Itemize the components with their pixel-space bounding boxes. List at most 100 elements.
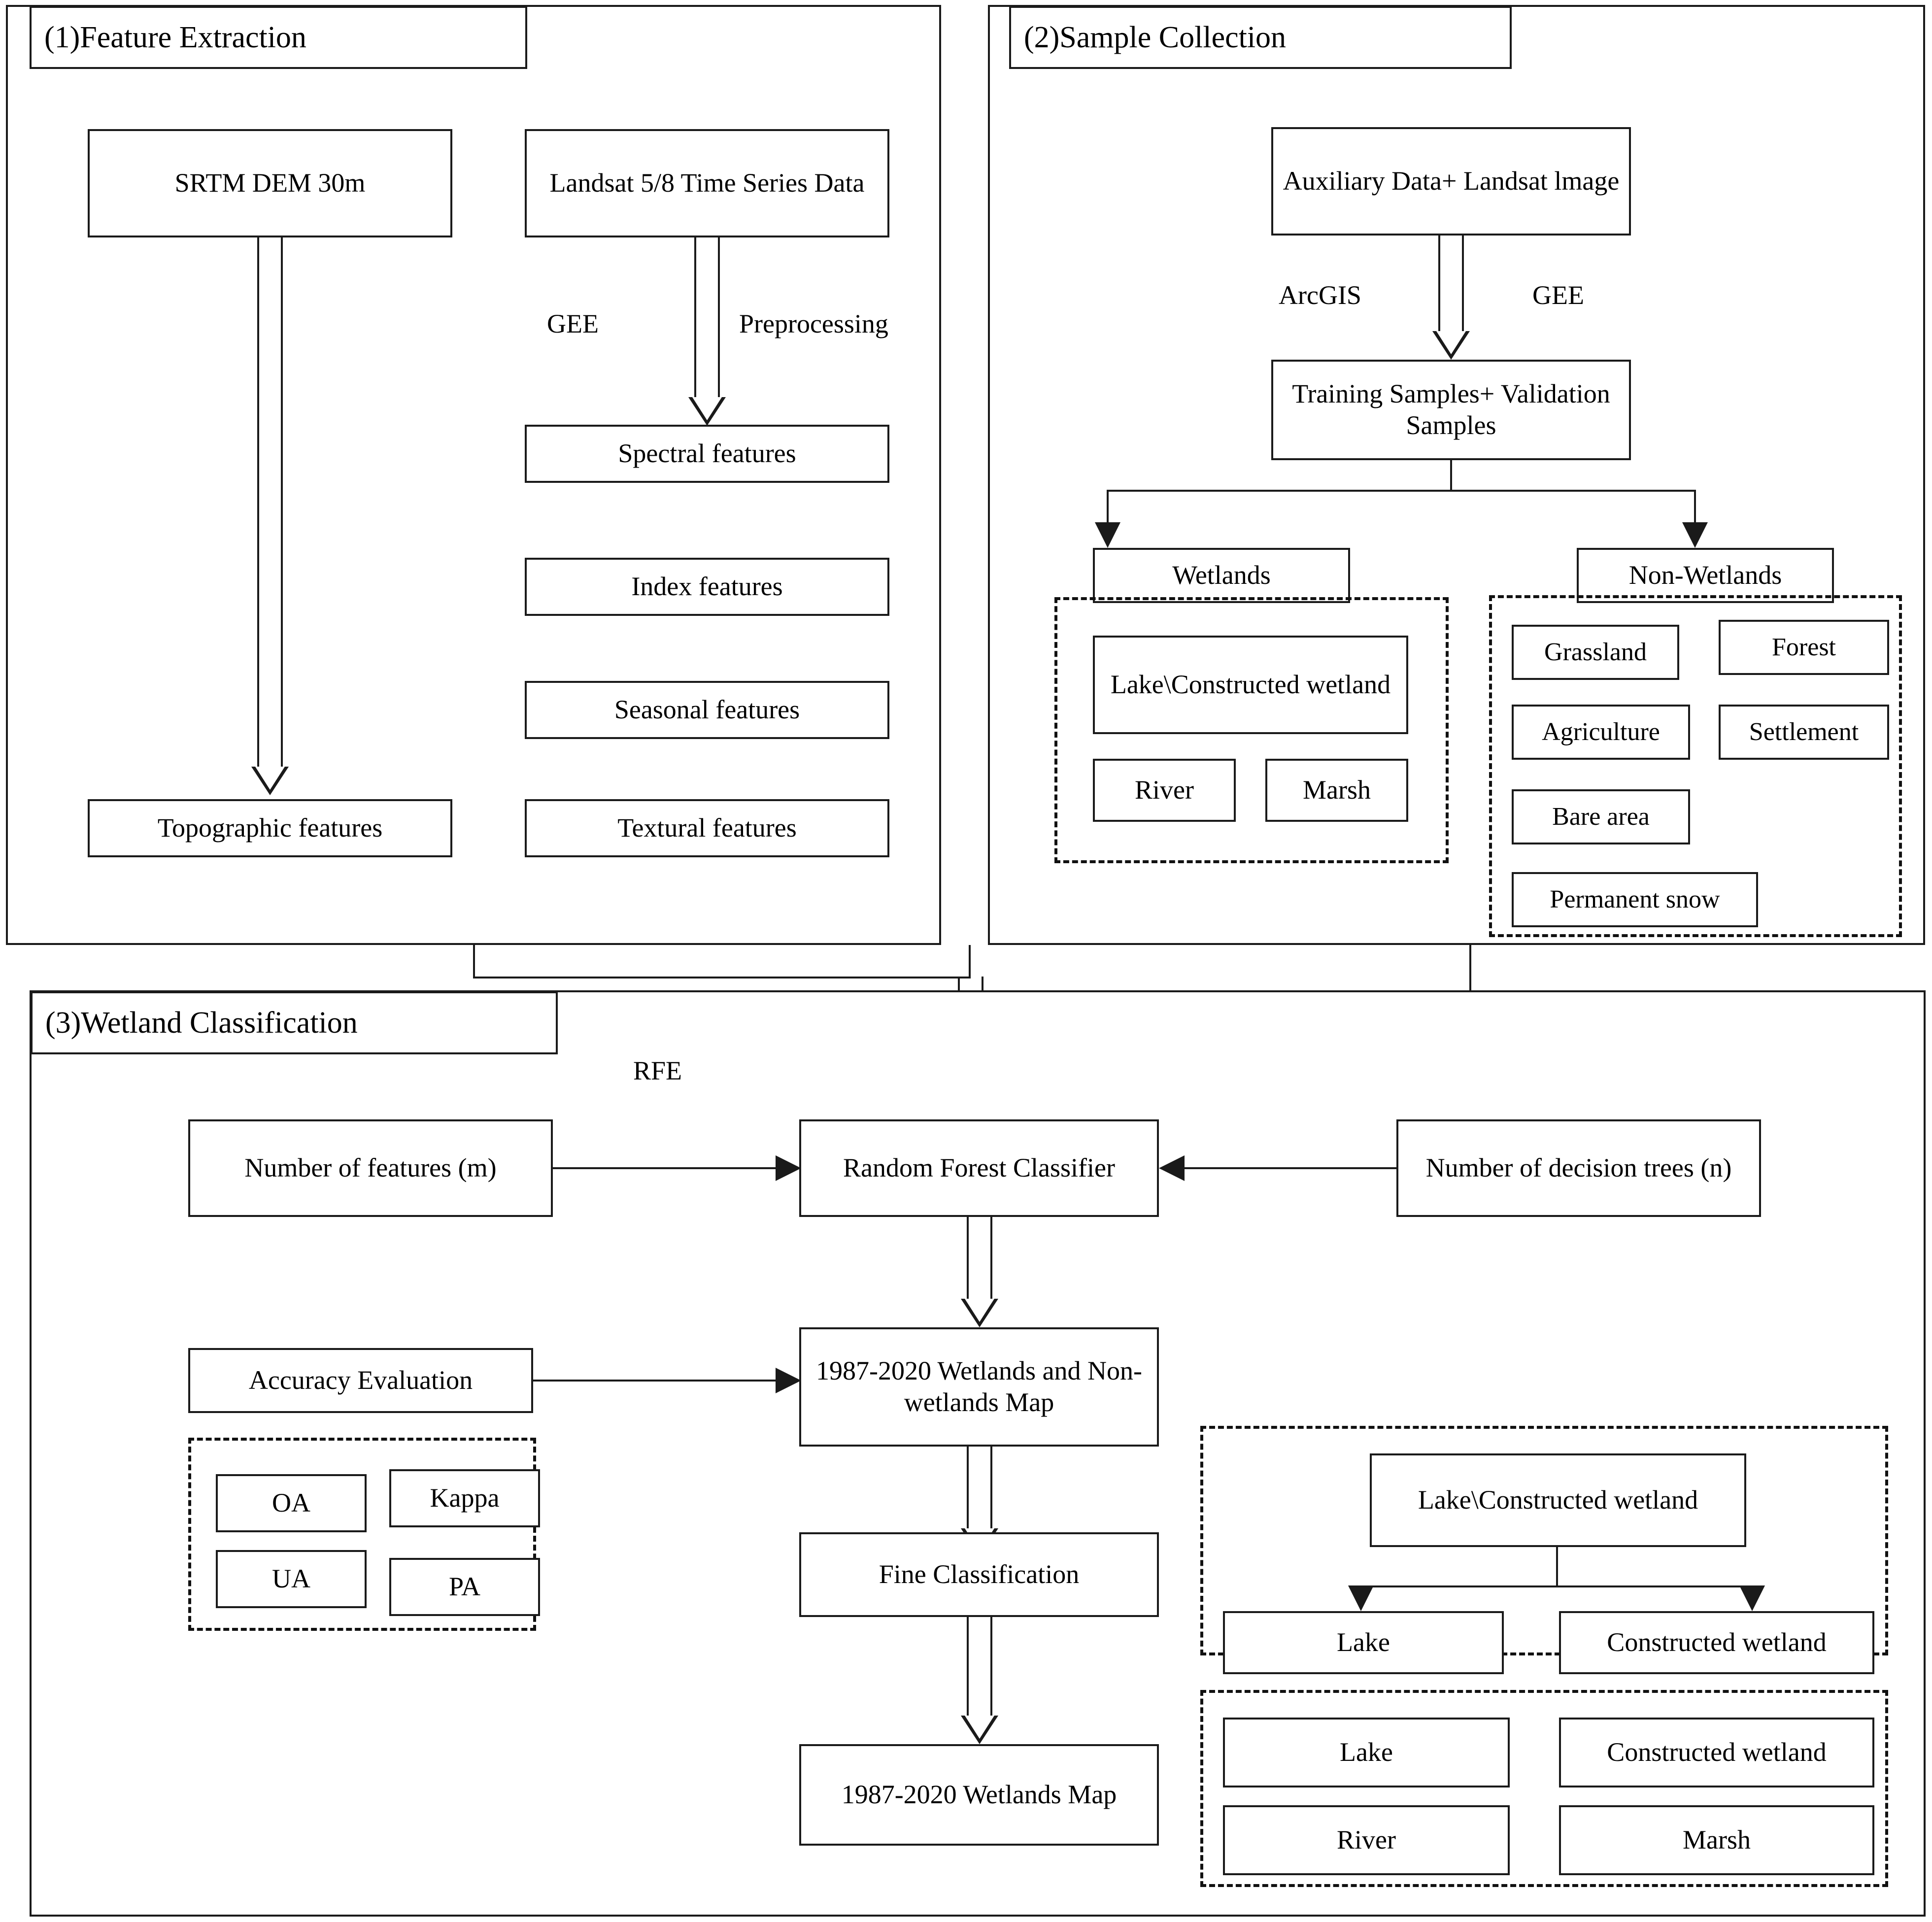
node-label: Accuracy Evaluation bbox=[248, 1365, 473, 1395]
node-label: Landsat 5/8 Time Series Data bbox=[549, 168, 865, 198]
edge-label-gee-sample: GEE bbox=[1532, 280, 1584, 310]
node-grassland: Grassland bbox=[1512, 625, 1679, 680]
node-metric-pa: PA bbox=[389, 1558, 540, 1616]
node-label: Wetlands bbox=[1172, 560, 1271, 590]
edge-label-preprocessing: Preprocessing bbox=[739, 309, 888, 338]
connector-panel1-down bbox=[969, 945, 971, 977]
node-label: Constructed wetland bbox=[1607, 1627, 1827, 1657]
node-label: Number of decision trees (n) bbox=[1425, 1153, 1732, 1183]
node-accuracy-evaluation: Accuracy Evaluation bbox=[188, 1348, 533, 1413]
connector-panel1-stem bbox=[473, 945, 475, 977]
node-label: OA bbox=[272, 1488, 310, 1518]
node-final-marsh: Marsh bbox=[1559, 1805, 1874, 1875]
node-fine-classification: Fine Classification bbox=[799, 1532, 1159, 1617]
node-final-river: River bbox=[1223, 1805, 1510, 1875]
node-label: Marsh bbox=[1303, 775, 1371, 805]
node-label: Constructed wetland bbox=[1607, 1737, 1827, 1767]
node-label: Topographic features bbox=[157, 813, 383, 843]
arrowhead-to-constructed-wetland bbox=[1739, 1585, 1765, 1611]
node-number-of-features: Number of features (m) bbox=[188, 1119, 553, 1217]
arrowhead-to-wetlands bbox=[1095, 522, 1120, 548]
arrowhead-accuracy-to-map bbox=[776, 1368, 801, 1393]
connector-samples-right-drop bbox=[1694, 490, 1696, 524]
node-label: 1987-2020 Wetlands and Non-wetlands Map bbox=[815, 1356, 1143, 1417]
connector-samples-left-drop bbox=[1107, 490, 1109, 524]
node-label: Lake\Constructed wetland bbox=[1418, 1485, 1698, 1515]
group-wetland-classes bbox=[1054, 597, 1449, 863]
node-auxiliary-landsat: Auxiliary Data+ Landsat lmage bbox=[1271, 127, 1631, 236]
node-textural-features: Textural features bbox=[525, 799, 889, 857]
node-label: Textural features bbox=[617, 813, 797, 843]
node-srtm-dem: SRTM DEM 30m bbox=[88, 129, 452, 237]
connector-features-to-classifier bbox=[553, 1167, 776, 1169]
node-label: Index features bbox=[631, 572, 783, 602]
node-label: Spectral features bbox=[618, 438, 796, 469]
arrowhead-trees-to-classifier bbox=[1159, 1155, 1185, 1181]
node-settlement: Settlement bbox=[1719, 705, 1889, 760]
node-label: Marsh bbox=[1683, 1825, 1751, 1855]
node-label: Agriculture bbox=[1542, 718, 1660, 746]
node-label: Random Forest Classifier bbox=[843, 1153, 1115, 1183]
node-label: Lake\Constructed wetland bbox=[1110, 670, 1391, 700]
node-label: UA bbox=[272, 1564, 310, 1594]
connector-panel2-stem bbox=[1469, 945, 1471, 1008]
connector-samples-bar bbox=[1107, 490, 1696, 492]
node-agriculture: Agriculture bbox=[1512, 705, 1690, 760]
node-label: Lake bbox=[1340, 1737, 1393, 1767]
arrow-auxiliary-to-samples bbox=[1431, 236, 1471, 360]
connector-trees-to-classifier bbox=[1185, 1167, 1396, 1169]
node-label: Fine Classification bbox=[879, 1559, 1080, 1589]
node-permanent-snow: Permanent snow bbox=[1512, 872, 1758, 927]
panel-title-text: (1)Feature Extraction bbox=[44, 21, 306, 54]
node-label: Non-Wetlands bbox=[1628, 560, 1782, 590]
arrow-landsat-to-spectral bbox=[687, 237, 727, 426]
node-constructed-wetland-child: Constructed wetland bbox=[1559, 1611, 1874, 1674]
node-wetlands-map: 1987-2020 Wetlands Map bbox=[799, 1744, 1159, 1846]
node-label: Auxiliary Data+ Landsat lmage bbox=[1283, 166, 1620, 196]
node-topographic-features: Topographic features bbox=[88, 799, 452, 857]
node-training-validation-samples: Training Samples+ Validation Samples bbox=[1271, 360, 1631, 460]
node-label: Kappa bbox=[430, 1483, 500, 1513]
group-lake-split bbox=[1200, 1426, 1888, 1655]
node-label: River bbox=[1337, 1825, 1396, 1855]
node-label: Number of features (m) bbox=[244, 1153, 497, 1183]
node-wetlands-nonwetlands-map: 1987-2020 Wetlands and Non-wetlands Map bbox=[799, 1327, 1159, 1447]
node-lake-child: Lake bbox=[1223, 1611, 1504, 1674]
node-index-features: Index features bbox=[525, 558, 889, 616]
connector-lake-split-bar bbox=[1360, 1585, 1752, 1587]
node-label: PA bbox=[448, 1572, 481, 1602]
group-final-classes bbox=[1200, 1690, 1888, 1887]
connector-panels-bar-left bbox=[473, 977, 971, 978]
node-label: 1987-2020 Wetlands Map bbox=[841, 1780, 1117, 1810]
arrowhead-to-non-wetlands bbox=[1682, 522, 1708, 548]
node-label: Permanent snow bbox=[1550, 885, 1720, 914]
panel-title-text: (2)Sample Collection bbox=[1024, 21, 1287, 54]
node-river-sample: River bbox=[1093, 759, 1236, 822]
arrowhead-to-lake bbox=[1348, 1585, 1374, 1611]
node-forest: Forest bbox=[1719, 620, 1889, 675]
node-wetlands: Wetlands bbox=[1093, 548, 1350, 603]
node-number-of-decision-trees: Number of decision trees (n) bbox=[1396, 1119, 1761, 1217]
arrow-fine-classification-to-wetlands-map bbox=[960, 1617, 999, 1744]
panel-title-wetland-classification: (3)Wetland Classification bbox=[31, 991, 558, 1054]
edge-label-arcgis: ArcGIS bbox=[1279, 280, 1361, 310]
node-spectral-features: Spectral features bbox=[525, 425, 889, 483]
node-final-lake: Lake bbox=[1223, 1718, 1510, 1787]
node-label: SRTM DEM 30m bbox=[174, 168, 366, 198]
node-label: Bare area bbox=[1552, 803, 1650, 831]
panel-title-text: (3)Wetland Classification bbox=[45, 1006, 358, 1040]
node-metric-oa: OA bbox=[216, 1474, 367, 1532]
arrowhead-features-to-classifier bbox=[776, 1155, 801, 1181]
edge-label-gee-feature: GEE bbox=[547, 309, 599, 338]
node-lake-constructed-wetland-parent: Lake\Constructed wetland bbox=[1370, 1453, 1746, 1547]
node-label: Lake bbox=[1337, 1627, 1390, 1657]
connector-accuracy-to-map bbox=[533, 1380, 776, 1382]
arrow-srtm-to-topographic bbox=[250, 237, 290, 795]
node-metric-ua: UA bbox=[216, 1550, 367, 1608]
edge-label-rfe: RFE bbox=[633, 1056, 682, 1085]
node-bare-area: Bare area bbox=[1512, 789, 1690, 844]
panel-title-sample-collection: (2)Sample Collection bbox=[1009, 6, 1512, 69]
node-label: Settlement bbox=[1749, 718, 1859, 746]
node-final-constructed-wetland: Constructed wetland bbox=[1559, 1718, 1874, 1787]
